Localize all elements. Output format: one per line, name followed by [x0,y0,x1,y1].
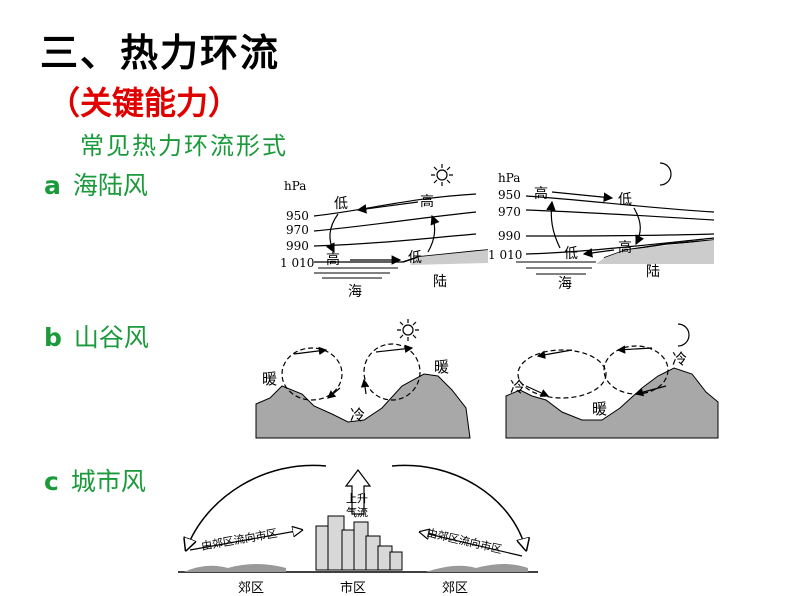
mountain-day-panel: 暖 暖 冷 [255,319,471,439]
isobar-line [525,209,715,221]
sea-land-day-panel: hPa 950 970 990 1 010 低 高 高 低 海 陆 [280,164,489,298]
circulation-loop [363,343,421,401]
isobar-label: 950 [498,188,521,202]
section-title: 常见热力环流形式 [80,132,288,160]
rising-label: 气流 [346,505,368,519]
sun-icon [431,164,453,186]
page-title: 三、热力环流 [40,30,281,75]
suburb-vegetation [184,564,286,572]
isobar-label: 1 010 [488,248,522,262]
land-label: 陆 [433,274,447,290]
item-urban-breeze: c 城市风 [44,462,146,498]
rising-label: 上升 [346,492,368,505]
sea-label: 海 [348,284,362,298]
pressure-label: 高 [534,185,548,202]
isobar-line [525,233,715,237]
mountain-night-panel: 冷 冷 暖 [505,323,719,439]
subtitle: （关键能力） [48,84,241,122]
return-flow-arrow [186,464,327,550]
coastline [402,249,489,263]
city-buildings [315,515,403,571]
item-letter: a [44,171,61,200]
isobar-line [525,195,715,213]
area-label: 郊区 [238,580,264,596]
isobar-line [313,193,477,217]
moon-icon [677,323,690,347]
isobar-label: 950 [286,209,309,223]
unit-label: hPa [498,171,520,185]
pressure-label: 低 [564,246,578,262]
item-label: 海陆风 [72,171,148,200]
flow-label: 由郊区流向市区 [200,526,278,553]
surface-flow-arrow [189,530,302,551]
pressure-label: 高 [326,251,340,268]
pressure-label: 低 [334,196,348,212]
wind-arrow [525,385,550,397]
isobar-label: 970 [498,205,521,219]
isobar-label: 1 010 [280,256,314,270]
item-label: 山谷风 [73,323,149,352]
pressure-label: 低 [408,250,422,266]
sun-icon [397,319,419,341]
circulation-loop [603,345,669,395]
land-area [596,240,714,264]
sea-waves [516,261,596,275]
item-label: 城市风 [70,467,146,496]
item-sea-land-breeze: a 海陆风 [44,166,148,202]
wind-arrow [634,385,667,397]
sea-land-night-panel: hPa 950 970 990 1 010 高 低 低 高 海 陆 [488,162,715,292]
item-mountain-valley-breeze: b 山谷风 [44,318,149,354]
temp-label: 暖 [434,358,449,376]
item-letter: b [44,323,62,352]
wind-arrow [427,214,440,253]
urban-breeze-diagram: 上升 气流 由郊区流向市区 由郊区流向市区 郊区 市区 郊区 [178,464,538,596]
circulation-loop [281,347,343,401]
temp-label: 暖 [592,400,607,418]
wind-arrow [633,207,645,246]
isobar-label: 990 [498,229,521,243]
flow-label: 由郊区流向市区 [425,525,503,556]
temp-label: 暖 [262,370,277,388]
sea-land-breeze-diagram: hPa 950 970 990 1 010 低 高 高 低 海 陆 hPa 95… [280,162,715,298]
pressure-label: 高 [420,193,434,210]
isobar-label: 970 [286,223,309,237]
surface-flow-arrow [420,532,523,557]
rising-air-arrow [344,469,372,515]
land-label: 陆 [646,264,660,280]
temp-label: 冷 [350,406,365,424]
isobar-line [313,211,477,232]
suburb-vegetation [426,564,528,572]
pressure-label: 高 [618,239,632,256]
return-flow-arrow [391,464,526,550]
mountain-valley-breeze-diagram: 暖 暖 冷 冷 冷 暖 [255,319,719,439]
wind-arrow [360,378,370,395]
wind-arrow [582,248,615,258]
wind-arrow [327,387,341,399]
area-label: 郊区 [442,580,468,596]
temp-label: 冷 [510,378,525,396]
wind-arrow [325,213,339,254]
terrain [255,373,471,439]
temp-label: 冷 [672,350,687,368]
sea-label: 海 [558,276,572,292]
area-label: 市区 [340,580,366,596]
circulation-loop [517,349,607,399]
wind-arrow [546,200,561,249]
isobar-label: 990 [286,239,309,253]
unit-label: hPa [284,179,306,193]
wind-arrow [375,344,414,353]
sea-waves [314,267,398,279]
wind-arrow [616,345,653,354]
pressure-label: 低 [618,192,632,208]
wind-arrow [356,201,419,214]
wind-arrow [293,346,328,356]
moon-icon [659,162,672,186]
terrain [505,367,719,439]
item-letter: c [44,467,59,496]
land-area [410,250,488,265]
wind-arrow [551,191,614,202]
isobar-line [525,237,715,255]
isobar-line [313,233,477,247]
wind-arrow [536,349,573,359]
